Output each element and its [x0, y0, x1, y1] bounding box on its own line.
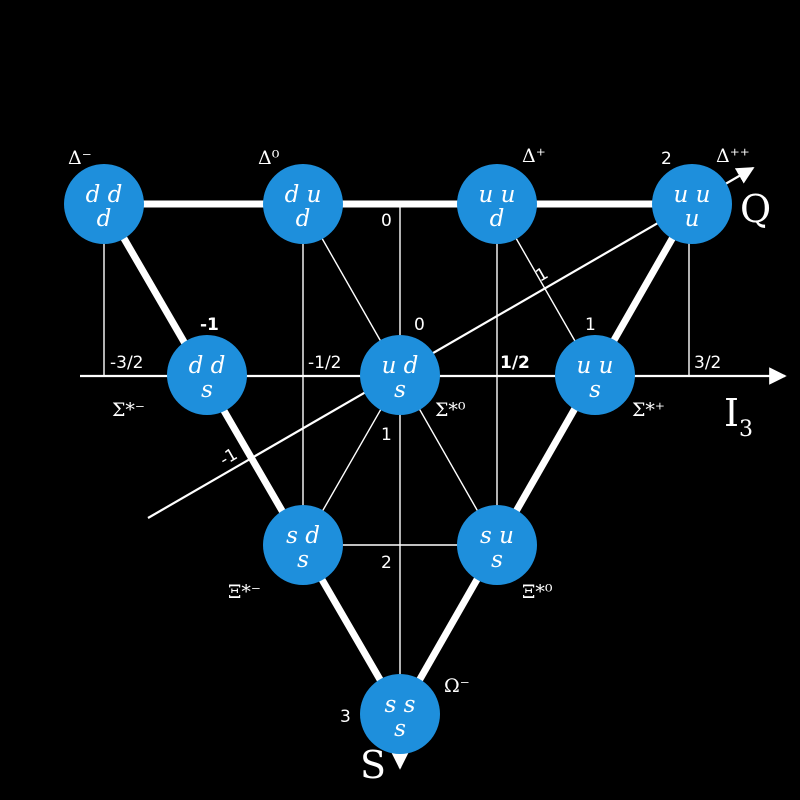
q-tick-label: -1: [200, 315, 219, 335]
quark-content-top: u d: [382, 353, 419, 379]
particle-node-xi-star-zero: s us: [457, 505, 537, 585]
quark-content-top: d d: [189, 353, 226, 379]
quark-content-bottom: s: [394, 377, 406, 403]
i3-tick-label: -3/2: [110, 353, 144, 373]
s-tick-label: 3: [340, 707, 351, 727]
particle-circle: [64, 164, 144, 244]
particle-circle: [360, 335, 440, 415]
particle-node-delta-plusplus: u uu: [652, 164, 732, 244]
s-tick-labels: 0 1 2 3: [340, 211, 392, 727]
particle-label-sigma-star-minus: Σ*⁻: [112, 399, 145, 421]
particle-node-omega-minus: s ss: [360, 674, 440, 754]
q-axis-tick-label: 1: [533, 264, 552, 287]
particle-label-xi-star-minus: Ξ*⁻: [228, 581, 261, 603]
particle-node-sigma-star-zero: u ds: [360, 335, 440, 415]
particle-node-xi-star-minus: s ds: [263, 505, 343, 585]
quark-content-bottom: s: [297, 547, 309, 573]
quark-content-top: s d: [286, 523, 320, 549]
particle-node-delta-plus: u ud: [457, 164, 537, 244]
particle-label-delta-plusplus: Δ⁺⁺: [716, 145, 750, 167]
particle-label-delta-minus: Δ⁻: [68, 147, 92, 169]
i3-tick-labels: -3/2 -1/2 1/2 3/2: [110, 353, 721, 373]
particle-label-sigma-star-plus: Σ*⁺: [632, 399, 665, 421]
quark-content-top: d u: [285, 182, 322, 208]
particle-circle: [555, 335, 635, 415]
particle-label-xi-star-zero: Ξ*⁰: [522, 581, 553, 603]
i3-axis-label: I3: [724, 391, 753, 442]
q-axis-label: Q: [740, 187, 771, 231]
quark-content-top: u u: [479, 182, 516, 208]
s-axis-label: S: [360, 743, 386, 787]
q-tick-label: 0: [414, 315, 425, 335]
particle-labels: Δ⁻ Δ⁰ Δ⁺ Δ⁺⁺ Σ*⁻ Σ*⁰ Σ*⁺ Ξ*⁻ Ξ*⁰ Ω⁻: [68, 145, 750, 697]
quark-content-bottom: s: [589, 377, 601, 403]
quark-content-top: u u: [577, 353, 614, 379]
quark-content-top: s s: [385, 692, 416, 718]
s-tick-label: 2: [381, 553, 392, 573]
guide-lines: [103, 204, 690, 740]
s-tick-label: 0: [381, 211, 392, 231]
particle-circle: [652, 164, 732, 244]
triangle-edges: [100, 200, 696, 716]
quark-content-bottom: d: [97, 206, 112, 232]
i3-tick-label: 3/2: [694, 353, 721, 373]
q-tick-label: 1: [585, 315, 596, 335]
particle-label-delta-plus: Δ⁺: [522, 145, 546, 167]
particle-node-delta-minus: d dd: [64, 164, 144, 244]
quark-content-top: u u: [674, 182, 711, 208]
s-tick-label: 1: [381, 425, 392, 445]
q-axis: [147, 167, 755, 519]
particle-node-delta-zero: d ud: [263, 164, 343, 244]
quark-content-top: d d: [86, 182, 123, 208]
particle-node-sigma-star-plus: u us: [555, 335, 635, 415]
particle-label-sigma-star-zero: Σ*⁰: [435, 399, 466, 421]
q-tick-label: 2: [661, 149, 672, 169]
quark-content-bottom: s: [201, 377, 213, 403]
particle-node-sigma-star-minus: d ds: [167, 335, 247, 415]
particle-nodes: d ddd udu udu uud dsu dsu uss dss uss ss: [64, 164, 732, 754]
particle-circle: [360, 674, 440, 754]
particle-circle: [263, 164, 343, 244]
particle-circle: [263, 505, 343, 585]
particle-circle: [457, 164, 537, 244]
axis-labels: I3 Q S: [360, 187, 771, 787]
particle-circle: [457, 505, 537, 585]
quark-content-bottom: u: [685, 206, 700, 232]
i3-tick-label: -1/2: [308, 353, 342, 373]
quark-content-top: s u: [480, 523, 514, 549]
particle-circle: [167, 335, 247, 415]
i3-tick-label: 1/2: [500, 353, 530, 373]
quark-content-bottom: d: [490, 206, 505, 232]
quark-content-bottom: d: [296, 206, 311, 232]
quark-content-bottom: s: [394, 716, 406, 742]
particle-label-omega-minus: Ω⁻: [444, 675, 470, 697]
quark-content-bottom: s: [491, 547, 503, 573]
particle-label-delta-zero: Δ⁰: [258, 147, 280, 169]
